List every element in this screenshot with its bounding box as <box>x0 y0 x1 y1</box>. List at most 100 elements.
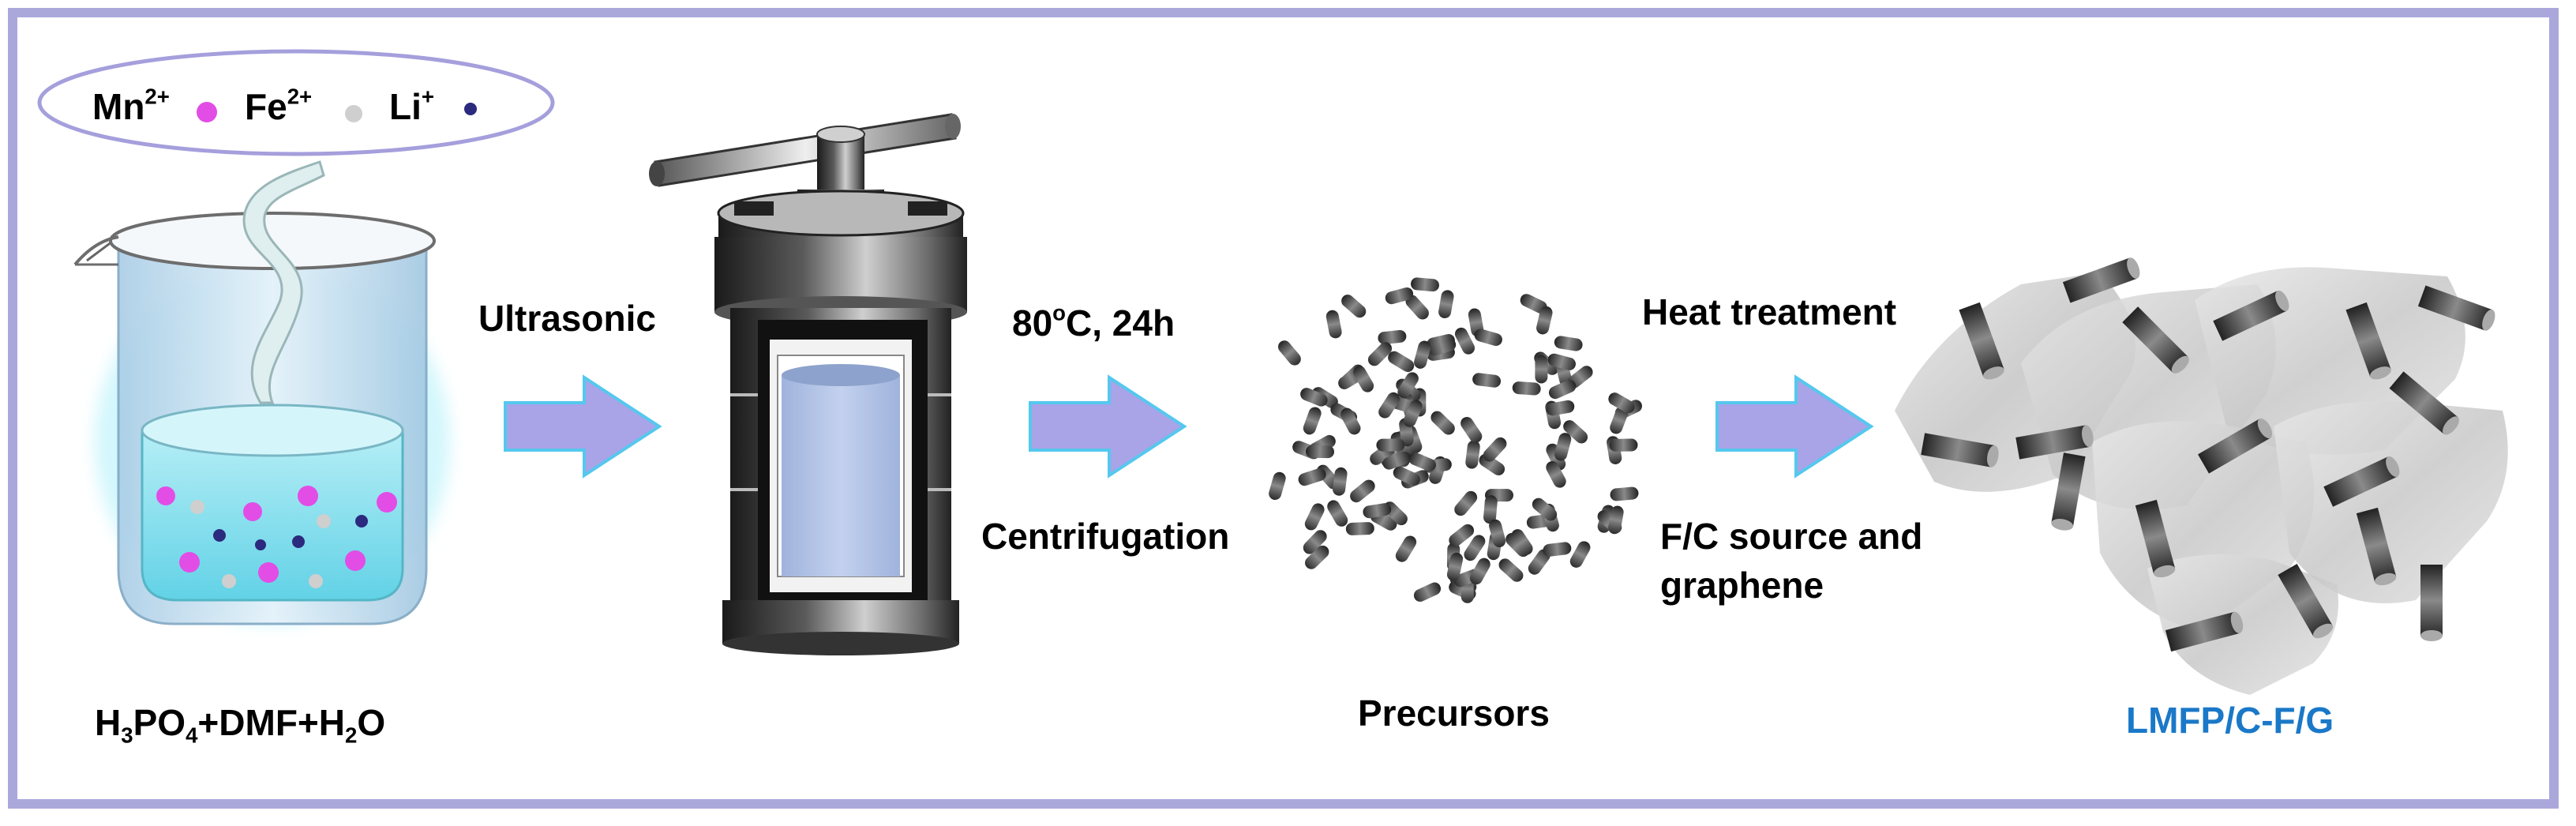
precursor-particle <box>1438 290 1454 319</box>
precursor-particle <box>1408 452 1436 471</box>
carbon-coated-rods <box>1921 257 2495 652</box>
precursor-particle <box>1528 549 1550 575</box>
precursor-particle <box>1353 366 1374 392</box>
precursor-particle <box>1388 351 1415 373</box>
precursor-particle <box>1563 420 1588 444</box>
precursor-particle <box>1608 505 1624 535</box>
step-heat-treatment-label: Heat treatment <box>1642 291 1897 332</box>
precursor-particle <box>1609 438 1638 452</box>
li-charge: + <box>421 84 435 109</box>
coated-rod <box>2356 507 2397 586</box>
precursor-particle <box>1382 451 1411 470</box>
coated-rod <box>2417 285 2495 331</box>
temp-value: 80 <box>1012 302 1053 344</box>
precursor-particle <box>1378 329 1407 345</box>
precursor-particle <box>1411 277 1439 292</box>
precursor-particle <box>1397 372 1419 399</box>
step-temperature-label: 80oC, 24h <box>1012 302 1175 344</box>
precursor-particle <box>1460 417 1483 443</box>
coated-rod <box>2062 257 2140 303</box>
precursor-particle <box>1464 535 1486 561</box>
precursor-particle <box>1569 541 1591 568</box>
precursor-particle <box>1306 445 1334 459</box>
ion-legend-mn: Mn2+ <box>92 85 170 128</box>
precursor-particle <box>1327 500 1348 527</box>
fe-ion-dot <box>345 105 362 122</box>
precursor-particle <box>1543 542 1572 557</box>
precursor-particle <box>1428 338 1457 356</box>
precursor-particle <box>1413 582 1442 603</box>
formula-sub-3: 3 <box>121 723 133 748</box>
vapor-swirl <box>242 160 325 404</box>
precursor-particle <box>1535 355 1548 384</box>
precursor-particle <box>1498 558 1524 582</box>
solution-formula-label: H3PO4+DMF+H2O <box>95 701 386 746</box>
coated-rod <box>2278 564 2334 639</box>
coated-rod <box>2389 371 2459 435</box>
product-label: LMFP/C-F/G <box>2126 700 2334 741</box>
precursor-particle <box>1449 524 1475 547</box>
precursor-particle <box>1333 467 1348 496</box>
precursor-particle <box>1298 468 1326 486</box>
precursor-particle <box>1472 373 1502 388</box>
mn-symbol: Mn <box>92 86 145 127</box>
arrow-ultrasonic <box>504 374 662 479</box>
precursor-particle <box>1414 340 1431 369</box>
precursor-particle <box>1395 535 1417 562</box>
mn-ion-dot <box>197 102 217 122</box>
precursor-particle <box>1367 342 1393 366</box>
coated-rod <box>1921 433 1999 467</box>
precursor-particle <box>1554 433 1572 461</box>
precursor-particle <box>1546 460 1566 488</box>
step-ultrasonic-label: Ultrasonic <box>478 298 656 339</box>
precursor-particle <box>1363 503 1392 519</box>
formula-sub-2: 2 <box>345 723 358 748</box>
precursor-particle <box>1465 440 1480 469</box>
step-fc-source-label-2: graphene <box>1660 565 1824 606</box>
precursor-particle <box>1325 310 1342 339</box>
formula-sub-4: 4 <box>186 723 198 748</box>
formula-po: PO <box>133 702 186 743</box>
fe-charge: 2+ <box>287 84 313 109</box>
precursor-particle <box>1536 306 1553 335</box>
precursor-particle <box>1446 552 1464 581</box>
formula-h: H <box>95 702 122 743</box>
precursor-particle <box>1454 490 1478 516</box>
precursor-particle <box>1430 411 1455 435</box>
precursor-particle <box>1511 529 1533 555</box>
precursors-label: Precursors <box>1358 693 1550 734</box>
ion-legend-fe: Fe2+ <box>245 85 312 128</box>
coated-rod <box>2420 565 2443 641</box>
precursor-particle <box>1341 295 1367 318</box>
precursor-particle <box>1403 400 1423 427</box>
precursor-particle <box>1483 437 1507 462</box>
precursor-particle <box>1376 438 1405 452</box>
coated-rod <box>2135 499 2176 578</box>
coated-rod <box>2122 306 2189 374</box>
degree-mark: o <box>1052 300 1067 325</box>
precursor-particle <box>1303 407 1322 435</box>
precursor-particle <box>1489 519 1506 548</box>
formula-o: O <box>357 702 386 743</box>
precursor-particle <box>1532 497 1558 521</box>
precursor-particle <box>1340 407 1361 435</box>
precursor-particles <box>1269 277 1642 603</box>
precursor-particle <box>1610 486 1639 501</box>
precursor-particle <box>1277 340 1301 366</box>
step-centrifugation-label: Centrifugation <box>981 516 1230 557</box>
coated-rod <box>2323 456 2400 507</box>
step-fc-source-label-1: F/C source and <box>1660 516 1923 557</box>
precursor-particle <box>1300 388 1328 407</box>
precursor-particle <box>1548 380 1577 400</box>
arrow-heat-treatment <box>1715 374 1874 479</box>
mn-charge: 2+ <box>144 84 170 109</box>
coated-rod <box>2345 302 2391 380</box>
precursor-particle <box>1474 329 1502 347</box>
autoclave <box>649 113 967 655</box>
figure-frame <box>8 8 2559 809</box>
li-ion-dot <box>464 103 477 115</box>
fe-symbol: Fe <box>245 86 287 127</box>
precursor-particle <box>1454 327 1475 355</box>
precursor-particle <box>1483 495 1498 524</box>
